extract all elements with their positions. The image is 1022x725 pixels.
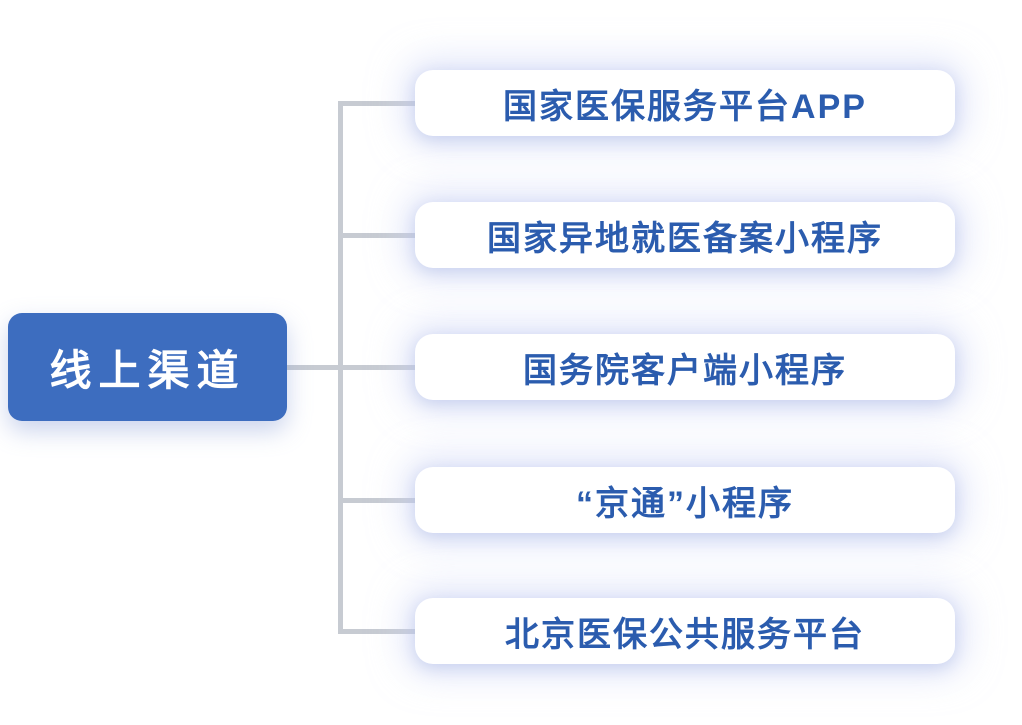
child-node-beijing-medical-insurance-platform: 北京医保公共服务平台 xyxy=(415,598,955,664)
child-node-jingtong-miniprogram: “京通”小程序 xyxy=(415,467,955,533)
connector-branch-4 xyxy=(338,498,416,503)
connector-branch-1 xyxy=(338,101,416,106)
connector-root-horizontal xyxy=(286,365,342,370)
child-node-national-medical-insurance-app: 国家医保服务平台APP xyxy=(415,70,955,136)
child-node-state-council-client-miniprogram: 国务院客户端小程序 xyxy=(415,334,955,400)
connector-branch-5 xyxy=(338,629,416,634)
connector-branch-3 xyxy=(338,365,416,370)
connector-branch-2 xyxy=(338,233,416,238)
child-node-national-cross-region-filing-miniprogram: 国家异地就医备案小程序 xyxy=(415,202,955,268)
root-node-online-channels: 线上渠道 xyxy=(8,313,287,421)
